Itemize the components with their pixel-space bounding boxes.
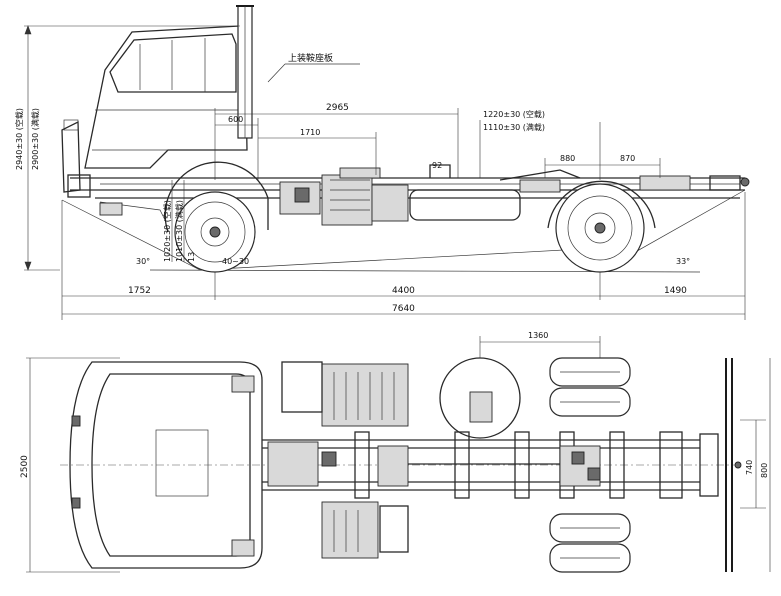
ground-line	[199, 247, 601, 271]
dim-7640: 7640	[392, 304, 415, 314]
dim-1710: 1710	[300, 128, 320, 137]
ground-clearance-label: 40~30	[222, 257, 249, 266]
front-frame-height-dimension: 1020±30 (空载) 1010±30 (满载) 13 40~30	[162, 180, 249, 266]
approach-line	[61, 199, 201, 271]
top-dimensions: 2965 600 1710 92 880 870 1220±30 (空载) 11…	[214, 103, 661, 180]
front-bumper-guard	[61, 120, 81, 193]
height-label-empty: 2940±30 (空载)	[14, 108, 24, 170]
cab	[61, 25, 248, 193]
dim-1490: 1490	[664, 286, 687, 296]
frame-height-loaded: 1110±30 (满载)	[483, 122, 545, 132]
dim-870: 870	[620, 154, 635, 163]
top-view: 2500	[20, 331, 771, 573]
side-view: 上装鞍座板 2940±30 (空载) 2900±30 (满载) 1020±30 …	[14, 5, 750, 320]
dim-1360: 1360	[528, 331, 548, 340]
overall-width-dimension: 2500	[20, 357, 120, 573]
bottom-dimensions: 1752 4400 1490 7640	[61, 192, 746, 320]
departure-angle-label: 33°	[676, 257, 690, 266]
dim-4400: 4400	[392, 286, 415, 296]
top-view-dimensions: 1360 740 800	[479, 331, 771, 572]
dim-740: 740	[745, 460, 754, 475]
rear-end-top	[699, 358, 742, 572]
small-vertical-dim: 13	[187, 252, 196, 262]
cab-top	[69, 361, 263, 569]
dim-1752: 1752	[128, 286, 151, 296]
height-label-loaded: 2900±30 (满载)	[30, 108, 40, 170]
rear-tires-top	[549, 357, 631, 573]
dim-2500: 2500	[20, 455, 30, 478]
dim-800: 800	[760, 463, 769, 478]
drivetrain-components	[99, 164, 750, 226]
dim-2965: 2965	[326, 103, 349, 113]
overall-height-dimension: 2940±30 (空载) 2900±30 (满载)	[14, 25, 240, 271]
mark-92: 92	[432, 161, 442, 170]
exhaust-stack	[236, 5, 254, 139]
mount-plate-label: 上装鞍座板	[288, 52, 333, 64]
front-height-loaded: 1010±30 (满载)	[174, 200, 184, 262]
top-components	[267, 357, 601, 559]
ground-baseline	[149, 269, 701, 273]
rear-wheel	[547, 180, 656, 273]
dim-600: 600	[228, 115, 243, 124]
front-height-empty: 1020±30 (空载)	[162, 200, 172, 262]
mount-plate-callout: 上装鞍座板	[267, 52, 360, 83]
approach-angle-label: 30°	[136, 257, 150, 266]
frame-height-empty: 1220±30 (空载)	[483, 109, 545, 119]
dim-880: 880	[560, 154, 575, 163]
